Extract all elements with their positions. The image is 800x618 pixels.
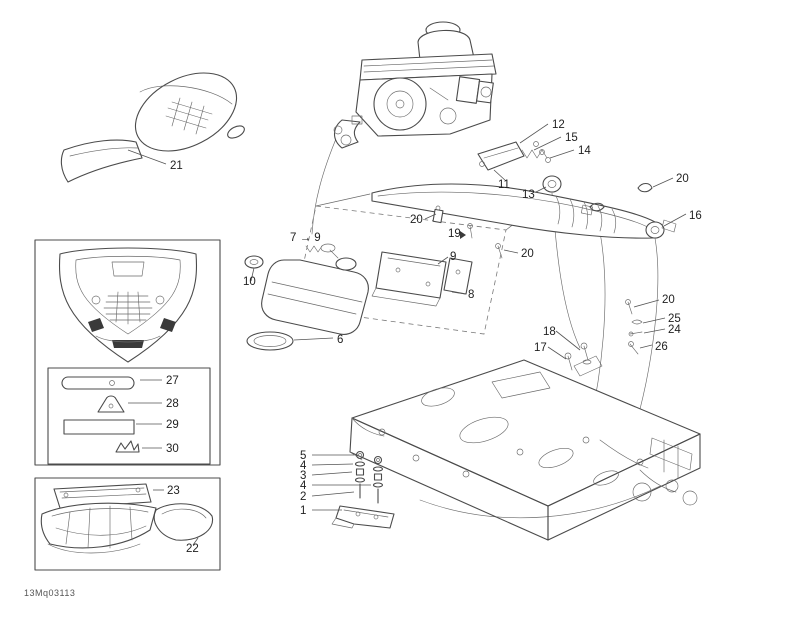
callout-label-20: 26 xyxy=(655,341,668,353)
callout-label-6: 20 xyxy=(676,173,689,185)
bottom-inset xyxy=(34,477,221,571)
callout-label-31: 4 xyxy=(300,480,307,492)
callout-label-18: 18 xyxy=(543,326,556,338)
exhaust-cone xyxy=(60,139,143,183)
part-27 xyxy=(61,376,135,390)
callout-label-29: 4 xyxy=(300,460,307,472)
callout-label-14: 8 xyxy=(468,289,474,301)
callout-label-22: 27 xyxy=(166,375,179,387)
hood-outline xyxy=(58,247,198,363)
fastener-stack xyxy=(331,450,395,529)
callout-label-30: 3 xyxy=(300,470,306,482)
hood-inset xyxy=(34,239,221,466)
callout-label-33: 1 xyxy=(300,505,306,517)
callout-label-26: 23 xyxy=(167,485,180,497)
callout-label-12: 20 xyxy=(521,248,534,260)
hood-inset-box xyxy=(34,239,221,466)
callout-label-4: 11 xyxy=(498,179,510,191)
callout-label-3: 14 xyxy=(578,145,591,157)
hanger-parts xyxy=(460,141,653,259)
callout-label-11: 9 xyxy=(450,251,456,263)
grommet-13 xyxy=(542,175,562,193)
leader-lines xyxy=(127,123,687,546)
silencer-21 xyxy=(60,72,245,183)
callout-label-15: 20 xyxy=(662,294,675,306)
muffler-assembly xyxy=(244,243,473,351)
callout-label-21: 6 xyxy=(337,334,343,346)
callout-label-27: 22 xyxy=(186,543,199,555)
bottom-inset-box xyxy=(34,477,221,571)
callout-label-28: 5 xyxy=(300,450,306,462)
callout-label-13: 10 xyxy=(243,276,256,288)
part-29 xyxy=(63,419,135,435)
gasket-6 xyxy=(246,331,294,351)
arrow-marker xyxy=(460,231,466,239)
callout-label-25: 30 xyxy=(166,443,179,455)
cap-10 xyxy=(244,255,264,269)
callout-label-0: 21 xyxy=(170,160,183,172)
callout-label-16: 25 xyxy=(668,313,681,325)
callout-label-17: 24 xyxy=(668,324,681,336)
callout-label-19: 17 xyxy=(534,342,547,354)
callout-label-23: 28 xyxy=(166,398,179,410)
callout-label-9: 19 xyxy=(448,228,461,240)
bracket-1 xyxy=(335,505,395,529)
bracket-plate-8 xyxy=(443,257,473,295)
callout-label-7: 16 xyxy=(689,210,702,222)
callout-label-1: 12 xyxy=(552,119,565,131)
callout-label-5: 13 xyxy=(522,189,535,201)
small-parts-box xyxy=(47,367,211,465)
part-28 xyxy=(97,395,125,413)
doc-code: 13Mq03113 xyxy=(24,588,76,598)
chassis-frame xyxy=(349,299,701,541)
clip-20-a xyxy=(637,182,653,193)
callout-label-2: 15 xyxy=(565,132,578,144)
callout-label-8: 20 xyxy=(410,214,423,226)
belly-pan-22 xyxy=(40,502,157,549)
callout-label-24: 29 xyxy=(166,419,179,431)
tuned-pipe-16 xyxy=(371,183,677,239)
part-30 xyxy=(115,440,140,453)
cover-piece xyxy=(153,503,214,541)
callout-label-32: 2 xyxy=(300,491,306,503)
engine-assembly xyxy=(333,21,497,149)
bracket-plate-9 xyxy=(375,251,447,299)
clip-20-b xyxy=(589,202,605,212)
callout-label-10: 7 → 9 xyxy=(290,232,321,244)
